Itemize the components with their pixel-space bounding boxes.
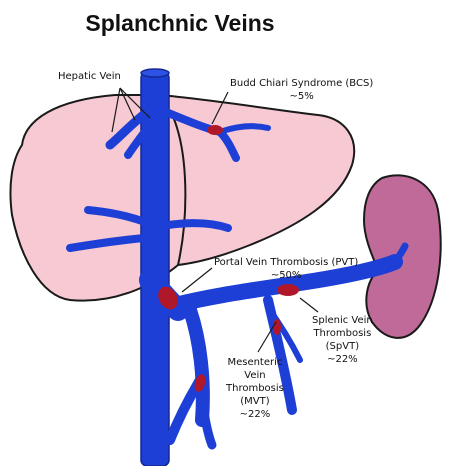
spvt-label-line1: Splenic Vein <box>312 314 373 327</box>
mesenteric-branch-center <box>202 400 212 445</box>
mvt-label-line3: Thrombosis <box>226 382 284 395</box>
bcs-clot <box>207 125 223 135</box>
bcs-label-pct: ~5% <box>230 90 373 103</box>
bcs-label-name: Budd Chiari Syndrome (BCS) <box>230 78 373 89</box>
pvt-label-name: Portal Vein Thrombosis (PVT) <box>214 257 358 268</box>
imv-clot <box>273 319 281 335</box>
spvt-pointer <box>300 298 318 312</box>
mvt-label-pct: ~22% <box>226 408 284 421</box>
mvt-label: Mesenteric Vein Thrombosis (MVT) ~22% <box>226 356 284 421</box>
spvt-label: Splenic Vein Thrombosis (SpVT) ~22% <box>312 314 373 366</box>
spvt-label-pct: ~22% <box>312 353 373 366</box>
spvt-label-line3: (SpVT) <box>312 340 373 353</box>
bcs-label: Budd Chiari Syndrome (BCS) ~5% <box>230 77 373 103</box>
vena-cava-top <box>141 69 169 77</box>
hepatic-vein-label: Hepatic Vein <box>58 70 121 83</box>
spvt-clot <box>277 284 299 296</box>
pvt-pointer <box>182 268 212 292</box>
spvt-label-line2: Thrombosis <box>312 327 373 340</box>
mvt-label-line4: (MVT) <box>226 395 284 408</box>
pvt-label: Portal Vein Thrombosis (PVT) ~50% <box>214 256 358 282</box>
mvt-label-line2: Vein <box>226 369 284 382</box>
mvt-label-line1: Mesenteric <box>226 356 284 369</box>
pvt-label-pct: ~50% <box>214 269 358 282</box>
